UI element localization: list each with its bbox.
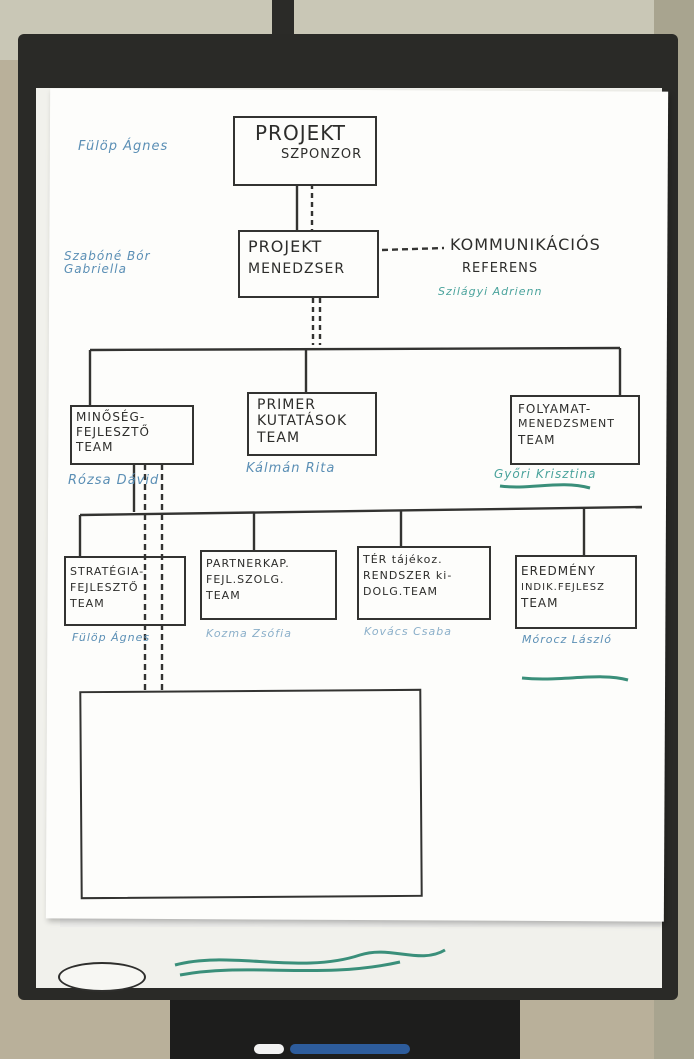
strategy-team-line3: TEAM <box>70 597 105 611</box>
tertiary-team-box: TÉR tájékoz. RENDSZER ki- DOLG.TEAM <box>357 546 491 620</box>
manager-box: PROJEKT MENEDZSER <box>238 230 379 298</box>
result-team-name: Mórocz László <box>522 633 612 646</box>
lower-empty-box <box>79 688 423 900</box>
process-team-line3: TEAM <box>518 433 556 448</box>
sponsor-box-line1: PROJEKT <box>255 121 347 145</box>
blue-marker <box>290 1044 410 1054</box>
strategy-team-name: Fülöp Ágnes <box>72 631 151 644</box>
tertiary-team-line2: RENDSZER ki- <box>363 569 453 583</box>
comm-referent-name: Szilágyi Adrienn <box>438 285 543 298</box>
comm-referent-line1: KOMMUNIKÁCIÓS <box>450 235 601 254</box>
tertiary-team-name: Kovács Csaba <box>364 625 452 638</box>
manager-name: Szabóné Bór Gabriella <box>64 249 151 277</box>
result-team-line3: TEAM <box>521 596 559 611</box>
research-team-line1: PRIMER <box>257 397 316 413</box>
research-team-name: Kálmán Rita <box>246 461 336 476</box>
research-team-box: PRIMER KUTATÁSOK TEAM <box>247 392 377 456</box>
process-team-name: Győri Krisztina <box>494 467 597 481</box>
process-team-line1: FOLYAMAT- <box>518 402 592 416</box>
result-team-line1: EREDMÉNY <box>521 564 596 578</box>
quality-team-line2: FEJLESZTŐ <box>76 425 150 440</box>
sponsor-box: PROJEKT SZPONZOR <box>233 116 377 186</box>
organization-logo <box>58 962 146 992</box>
quality-team-line3: TEAM <box>76 440 114 455</box>
strategy-team-box: STRATÉGIA- FEJLESZTŐ TEAM <box>64 556 186 626</box>
sponsor-box-line2: SZPONZOR <box>281 147 363 162</box>
partner-team-line1: PARTNERKAP. <box>206 557 290 570</box>
quality-team-box: MINŐSÉG- FEJLESZTŐ TEAM <box>70 405 194 465</box>
quality-team-name: Rózsa Dávid <box>68 473 160 488</box>
comm-referent-line2: REFERENS <box>462 261 539 276</box>
white-marker <box>254 1044 284 1054</box>
partner-team-name: Kozma Zsófia <box>206 627 292 640</box>
research-team-line3: TEAM <box>257 429 301 446</box>
partner-team-line3: TEAM <box>206 589 241 603</box>
partner-team-line2: FEJL.SZOLG. <box>206 573 285 587</box>
tertiary-team-line3: DOLG.TEAM <box>363 585 438 599</box>
flipchart-stand-post <box>272 0 294 44</box>
quality-team-line1: MINŐSÉG- <box>76 410 146 424</box>
process-team-box: FOLYAMAT- MENEDZSMENT TEAM <box>510 395 640 465</box>
tertiary-team-line1: TÉR tájékoz. <box>363 553 443 566</box>
result-team-line2: INDIK.FEJLESZ <box>521 582 605 594</box>
sponsor-name: Fülöp Ágnes <box>78 139 169 154</box>
manager-box-line2: MENEDZSER <box>248 260 346 277</box>
strategy-team-line1: STRATÉGIA- <box>70 565 145 578</box>
research-team-line2: KUTATÁSOK <box>257 413 348 430</box>
result-team-box: EREDMÉNY INDIK.FEJLESZ TEAM <box>515 555 637 629</box>
manager-box-line1: PROJEKT <box>248 237 323 256</box>
strategy-team-line2: FEJLESZTŐ <box>70 581 139 595</box>
partner-team-box: PARTNERKAP. FEJL.SZOLG. TEAM <box>200 550 337 620</box>
process-team-line2: MENEDZSMENT <box>518 417 615 431</box>
marker-tray <box>170 1000 520 1059</box>
